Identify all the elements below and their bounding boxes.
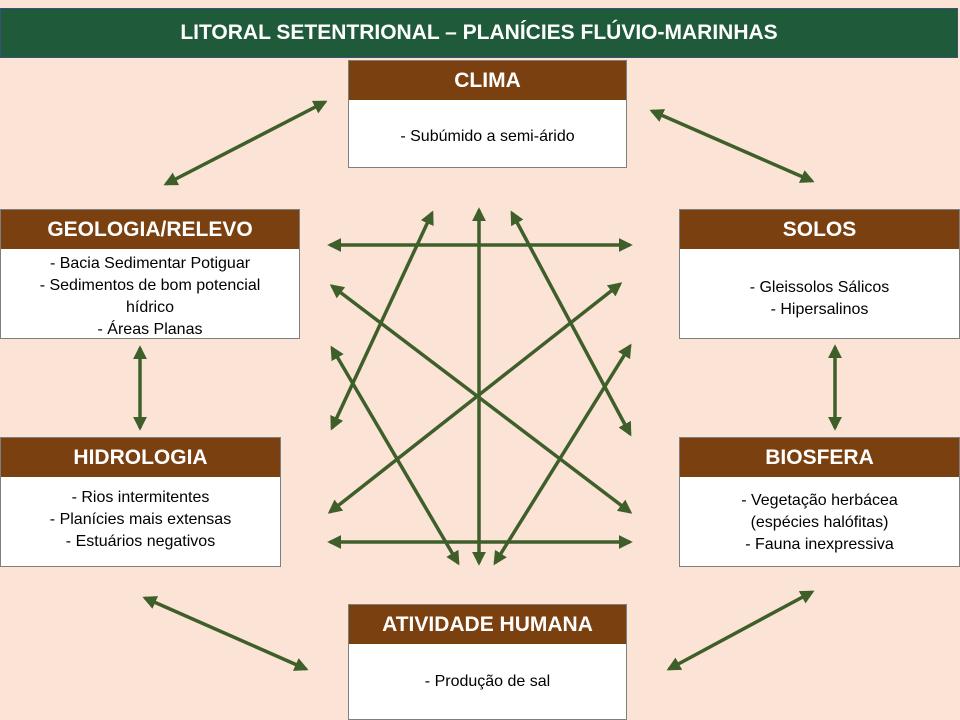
hidrologia-item: - Rios intermitentes <box>71 489 210 506</box>
hidrologia-header: HIDROLOGIA <box>1 438 280 477</box>
clima-header: CLIMA <box>349 61 626 100</box>
geologia-item: - Áreas Planas <box>97 321 203 338</box>
hidrologia-item: - Planícies mais extensas <box>49 511 232 528</box>
solos-item: - Hipersalinos <box>770 301 869 318</box>
hidrologia-body: - Rios intermitentes - Planícies mais ex… <box>1 477 280 553</box>
atividade-item: - Produção de sal <box>424 673 551 690</box>
geologia-item: - Bacia Sedimentar Potiguar <box>49 255 251 272</box>
arrow-clima-geologia <box>163 100 328 186</box>
solos-item: - Gleissolos Sálicos <box>749 279 890 296</box>
biosfera-header: BIOSFERA <box>680 438 959 477</box>
arrow-diag-6 <box>493 343 632 566</box>
geologia-item: - Sedimentos de bom potencial hídrico <box>39 277 261 316</box>
page-title: LITORAL SETENTRIONAL – PLANÍCIES FLÚVIO-… <box>0 8 958 58</box>
atividade-box: ATIVIDADE HUMANA - Produção de sal <box>348 604 627 720</box>
biosfera-box: BIOSFERA - Vegetação herbácea (espécies … <box>679 437 960 567</box>
biosfera-item: - Fauna inexpressiva <box>745 536 894 553</box>
arrow-biosfera-atividade <box>666 590 815 671</box>
arrow-diag-5 <box>330 345 460 566</box>
geologia-body: - Bacia Sedimentar Potiguar - Sedimentos… <box>1 249 299 341</box>
solos-box: SOLOS - Gleissolos Sálicos - Hipersalino… <box>679 209 960 339</box>
arrow-hidrologia-atividade <box>142 596 309 671</box>
clima-box: CLIMA - Subúmido a semi-árido <box>348 60 627 168</box>
atividade-body: - Produção de sal <box>349 644 626 693</box>
clima-body: - Subúmido a semi-árido <box>349 100 626 148</box>
arrow-diag-1 <box>329 284 633 514</box>
geologia-box: GEOLOGIA/RELEVO - Bacia Sedimentar Potig… <box>0 209 300 339</box>
solos-body: - Gleissolos Sálicos - Hipersalinos <box>680 249 959 321</box>
geologia-header: GEOLOGIA/RELEVO <box>1 210 299 249</box>
hidrologia-box: HIDROLOGIA - Rios intermitentes - Planíc… <box>0 437 281 567</box>
clima-item: - Subúmido a semi-árido <box>400 128 575 145</box>
hidrologia-item: - Estuários negativos <box>65 533 216 550</box>
biosfera-body: - Vegetação herbácea (espécies halófitas… <box>680 477 959 556</box>
atividade-header: ATIVIDADE HUMANA <box>349 605 626 644</box>
arrow-clima-solos <box>649 109 815 183</box>
solos-header: SOLOS <box>680 210 959 249</box>
biosfera-item: - Vegetação herbácea (espécies halófitas… <box>741 492 898 531</box>
